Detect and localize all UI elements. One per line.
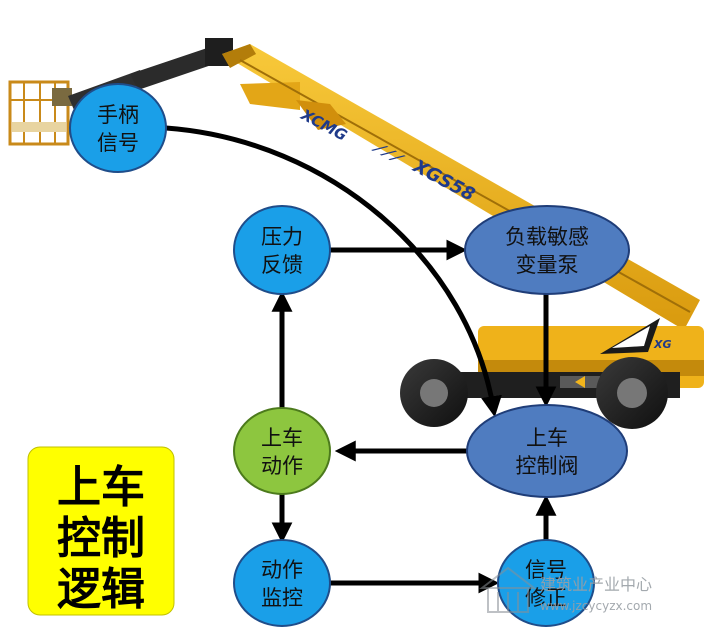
node-pressure-feedback-line-1: 压力 (261, 225, 303, 249)
node-load-sensing-pump-line-2: 变量泵 (516, 253, 579, 277)
wheels (400, 357, 668, 429)
title-line-2: 控制 (57, 513, 145, 564)
node-signal-correction: 信号 修正 (497, 539, 595, 627)
node-upper-action-line-1: 上车 (261, 426, 303, 450)
node-pressure-feedback-line-2: 反馈 (261, 253, 303, 277)
work-platform-basket (8, 80, 72, 146)
node-upper-control-valve: 上车 控制阀 (466, 404, 628, 498)
node-upper-action: 上车 动作 (233, 407, 331, 495)
node-upper-control-valve-line-2: 控制阀 (516, 454, 579, 478)
node-action-monitor-line-2: 监控 (261, 586, 303, 610)
node-handle-signal: 手柄 信号 (69, 83, 167, 173)
node-handle-signal-line-2: 信号 (97, 131, 139, 155)
node-action-monitor: 动作 监控 (233, 539, 331, 627)
node-signal-correction-line-2: 修正 (525, 586, 567, 610)
node-upper-control-valve-line-1: 上车 (526, 426, 568, 450)
node-upper-action-line-2: 动作 (261, 454, 303, 478)
chassis-badge: XG (653, 338, 672, 351)
watermark-logo-icon (479, 566, 537, 613)
node-pressure-feedback: 压力 反馈 (233, 205, 331, 295)
watermark-name: 建筑业产业中心 (540, 575, 652, 594)
node-action-monitor-line-1: 动作 (261, 558, 303, 582)
title-line-3: 逻辑 (57, 564, 145, 615)
node-signal-correction-line-1: 信号 (525, 558, 567, 582)
node-load-sensing-pump: 负载敏感 变量泵 (464, 205, 630, 295)
arrow-handle-to-valve (165, 125, 502, 418)
node-handle-signal-line-1: 手柄 (97, 103, 139, 127)
title-line-1: 上车 (57, 462, 145, 513)
title-box: 上车 控制 逻辑 (27, 446, 175, 616)
watermark: 建筑业产业中心 www.jzcycyzx.com (479, 566, 652, 613)
watermark-url: www.jzcycyzx.com (540, 599, 652, 613)
node-load-sensing-pump-line-1: 负载敏感 (505, 225, 589, 249)
flow-arrows (165, 125, 557, 594)
